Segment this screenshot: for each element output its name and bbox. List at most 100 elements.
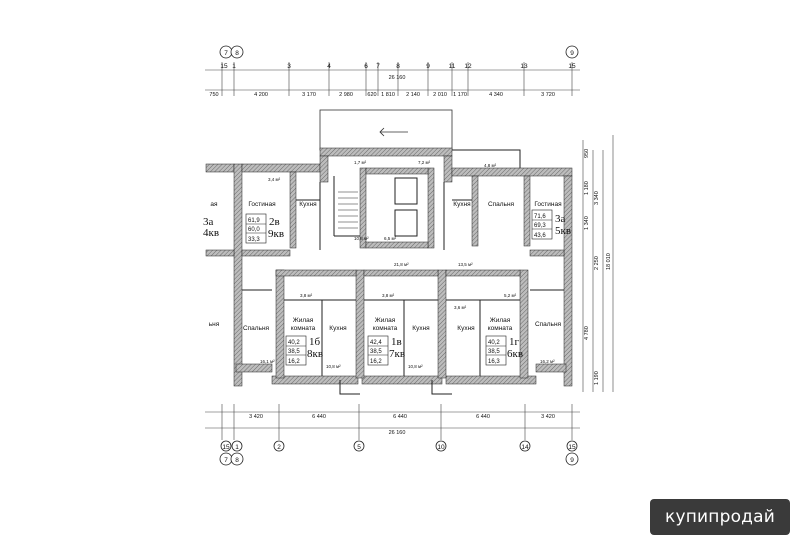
dimension-overall: 26 160 [389,75,406,81]
axis-label: 15 [568,63,576,70]
room-label: Кухня [329,325,347,332]
room-area: 10,8 м² [408,364,423,369]
apartment-type: 3а [203,216,214,228]
apartment-type: 1г [509,336,520,348]
room-label: Кухня [412,325,430,332]
dimension: 1 190 [594,371,600,385]
apartment-number: 5кв [555,225,571,237]
axis-label: 13 [520,63,528,70]
dimension: 1 170 [453,92,467,98]
dimension: 6 440 [393,414,407,420]
dimension: 3 720 [541,92,555,98]
axis-labels-corner: 7 8 9 7 8 9 [224,50,574,464]
dimension: 6 440 [312,414,326,420]
apartment-number: 8кв [307,348,323,360]
room-area: 3,4 м² [268,177,281,182]
area-living: 38,5 [288,349,300,355]
axis-label: 10 [437,444,445,451]
dimension: 950 [584,149,590,158]
dimension: 2 980 [339,92,353,98]
dimension: 4 340 [489,92,503,98]
area-rooms: 43,6 [534,233,546,239]
room-label: комната [488,325,513,332]
axis-label: 3 [287,63,291,70]
room-area: 10,8 м² [326,364,341,369]
axis-label: 12 [464,63,472,70]
room-label: ьня [209,321,220,328]
apartment-4kv: 3а 4кв [203,216,219,239]
apartment-type: 1б [309,336,321,348]
apartment-8kv: 40,2 38,5 16,2 1б 8кв [285,335,323,366]
axis-label: 15 [220,63,228,70]
top-balcony [319,109,453,151]
dimension-texts-top: 26 160 750 4 200 3 170 2 980 620 1 810 2… [209,75,554,98]
axis-label: 15 [568,444,576,451]
room-area: 4,8 м² [484,163,497,168]
axis-label: 14 [521,444,529,451]
dimension-texts-bottom: 3 420 6 440 6 440 6 440 3 420 26 160 [249,414,555,436]
axis-label: 8 [235,457,239,464]
room-area: 16,2 м² [540,359,555,364]
apartment-9kv: 61,9 60,0 33,3 2в 9кв [245,213,284,244]
axis-label: 5 [357,444,361,451]
axis-label: 15 [222,444,230,451]
room-label: Кухня [299,201,317,208]
stairs [338,191,358,229]
dimension: 1 340 [584,216,590,230]
axis-label: 9 [570,457,574,464]
room-area: 21,8 м² [394,262,409,267]
apartment-6kv: 40,2 38,5 16,3 1г 6кв [485,335,523,366]
area-total: 71,6 [534,214,546,220]
dimension: 2 250 [594,256,600,270]
bottom-dimensions [205,404,580,440]
axis-label: 7 [376,63,380,70]
apartment-number: 7кв [389,348,405,360]
room-label: Гостиная [248,201,276,208]
room-area: 5,2 м² [504,293,517,298]
room-label: Жилая [375,317,396,324]
axis-labels-bottom: 15 1 2 5 10 14 15 [222,444,576,451]
room-label: комната [373,325,398,332]
axis-label: 2 [277,444,281,451]
room-area: 7,2 м² [418,160,431,165]
apartment-5kv: 71,6 69,3 43,6 3а 5кв [531,209,571,240]
axis-label: 4 [327,63,331,70]
area-living: 60,0 [248,227,260,233]
room-area: 3,8 м² [300,293,313,298]
dimension: 620 [367,92,376,98]
axis-label: 9 [570,50,574,57]
apartment-type: 3а [555,213,566,225]
area-total: 40,2 [488,340,500,346]
apartment-number: 4кв [203,227,219,239]
dimension-texts-right: 950 1 180 1 340 2 250 3 340 4 780 1 190 … [584,149,612,385]
axis-label: 6 [364,63,368,70]
small-areas: 3,4 м² 1,7 м² 7,2 м² 4,8 м² 10,8 м² 6,5 … [260,160,555,369]
apartment-number: 9кв [268,228,284,240]
dimension-overall: 26 160 [389,430,406,436]
dimension: 1 180 [584,181,590,195]
apartment-type: 1в [391,336,402,348]
room-label: Гостиная [534,201,562,208]
room-label: комната [291,325,316,332]
room-label: Кухня [457,325,475,332]
room-label: Спальня [535,321,562,328]
apartment-7kv: 42,4 38,5 16,2 1в 7кв [367,335,405,366]
room-area: 3,8 м² [382,293,395,298]
dimension: 6 440 [476,414,490,420]
room-area: 13,5 м² [458,262,473,267]
area-rooms: 16,3 [488,359,500,365]
axis-label: 7 [224,50,228,57]
room-label: Спальня [243,325,270,332]
watermark-logo: купипродай [650,499,790,535]
axis-label: 1 [232,63,236,70]
area-living: 38,5 [370,349,382,355]
room-labels: Гостиная Кухня Кухня Спальня Гостиная Сп… [209,201,562,332]
axis-label: 8 [396,63,400,70]
area-total: 40,2 [288,340,300,346]
dimension: 3 420 [541,414,555,420]
dimension: 4 780 [584,326,590,340]
walls [205,147,573,387]
dimension: 2 010 [433,92,447,98]
room-area: 1,7 м² [354,160,367,165]
